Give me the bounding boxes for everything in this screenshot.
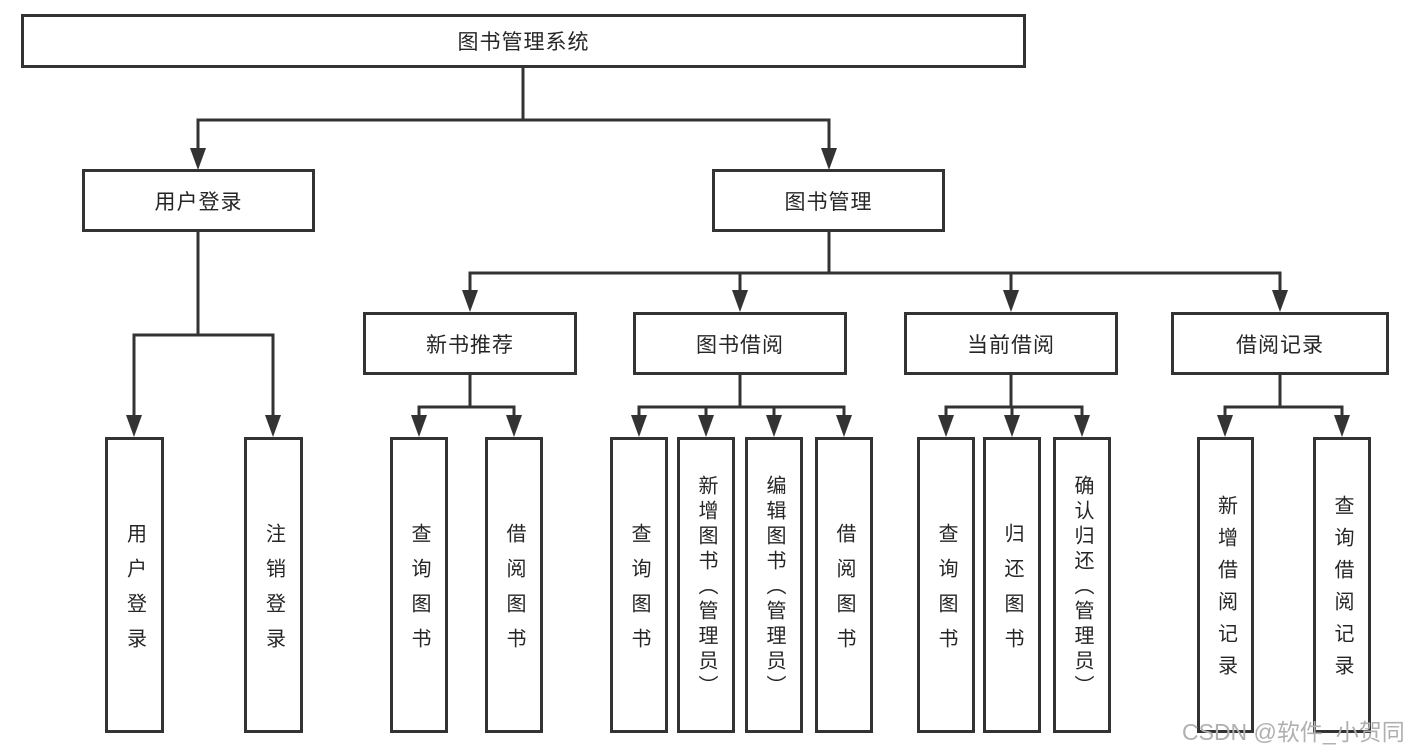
node-leaf-add-borrow-record: 新增借阅记录	[1197, 437, 1254, 733]
node-label: 新增借阅记录	[1214, 495, 1237, 687]
node-book-borrow: 图书借阅	[633, 312, 847, 375]
node-leaf-logout: 注销登录	[244, 437, 303, 733]
node-book-management-branch: 图书管理	[712, 169, 945, 232]
node-label: 查询图书	[628, 522, 650, 663]
node-leaf-newbook-borrow-books: 借阅图书	[485, 437, 543, 733]
node-label: 用户登录	[123, 522, 146, 663]
node-label: 借阅图书	[503, 522, 525, 663]
node-label: 用户登录	[154, 190, 243, 214]
node-new-book-recommend: 新书推荐	[363, 312, 577, 375]
node-leaf-edit-book-admin: 编辑图书（管理员）	[745, 437, 803, 733]
node-leaf-current-query-books: 查询图书	[917, 437, 975, 733]
node-label: 借阅记录	[1236, 333, 1324, 357]
node-current-borrow: 当前借阅	[904, 312, 1118, 375]
node-label: 归还图书	[1001, 522, 1023, 663]
node-label: 当前借阅	[967, 333, 1055, 357]
node-label: 查询图书	[408, 522, 430, 663]
node-label: 注销登录	[262, 522, 285, 663]
node-label: 编辑图书（管理员）	[763, 475, 785, 700]
node-label: 新书推荐	[426, 333, 514, 357]
node-library-management-system: 图书管理系统	[21, 14, 1026, 68]
node-leaf-add-book-admin: 新增图书（管理员）	[677, 437, 735, 733]
node-label: 借阅图书	[833, 522, 855, 663]
csdn-watermark: CSDN @软件_小贺同学	[1182, 719, 1405, 745]
node-label: 图书管理	[784, 190, 873, 214]
node-label: 查询图书	[935, 522, 957, 663]
node-label: 确认归还（管理员）	[1071, 475, 1093, 700]
node-leaf-query-borrow-record: 查询借阅记录	[1313, 437, 1371, 733]
node-label: 查询借阅记录	[1331, 495, 1353, 687]
node-label: 图书借阅	[696, 333, 784, 357]
node-leaf-borrow-borrow-books: 借阅图书	[815, 437, 873, 733]
node-label: 新增图书（管理员）	[695, 475, 717, 700]
node-leaf-borrow-query-books: 查询图书	[610, 437, 668, 733]
arrowheads	[126, 148, 1350, 437]
node-label: 图书管理系统	[457, 31, 590, 54]
node-leaf-return-books: 归还图书	[983, 437, 1041, 733]
node-leaf-newbook-query-books: 查询图书	[390, 437, 448, 733]
node-user-login-branch: 用户登录	[82, 169, 315, 232]
node-leaf-confirm-return-admin: 确认归还（管理员）	[1053, 437, 1111, 733]
node-borrow-record: 借阅记录	[1171, 312, 1389, 375]
node-leaf-user-login: 用户登录	[105, 437, 164, 733]
